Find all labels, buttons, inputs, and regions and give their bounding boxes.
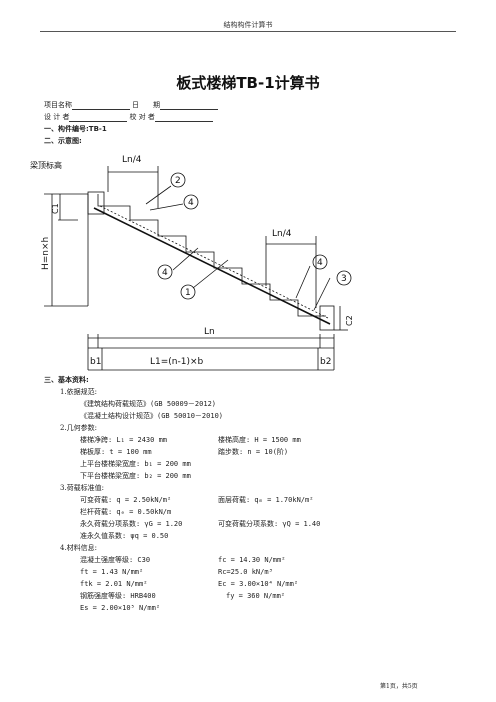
label-l1: L1=(n-1)×b (150, 357, 204, 367)
section-basic: 三、基本资料: (44, 376, 89, 384)
running-header: 结构构件计算书 (223, 21, 273, 29)
section-member-id: 一、构件编号:TB-1 (44, 125, 107, 133)
date-label: 日 期 (132, 101, 160, 109)
bottom-beam (319, 305, 335, 331)
label-n4b: 4 (162, 268, 168, 278)
label-ln4-right: Ln/4 (272, 229, 292, 239)
checker-field (154, 114, 213, 122)
spec-heading: 1.依据规范: (60, 388, 98, 396)
label-ln: Ln (204, 327, 215, 337)
page-footer: 第1页，共5页 (380, 683, 418, 690)
geo-heading: 2.几何参数: (60, 424, 98, 432)
stair-steps (97, 194, 326, 317)
stair-diagram: Ln/4 Ln/4 Ln L1=(n-1)×b b1 b2 2 4 4 1 4 … (30, 155, 354, 371)
page-title: 板式楼梯TB-1计算书 (176, 74, 320, 92)
project-name-label: 项目名称 (44, 101, 72, 109)
label-ln4-top: Ln/4 (122, 155, 142, 165)
load-gamma-g: 永久荷载分项系数: γG = 1.20 (80, 520, 183, 528)
label-n2: 2 (175, 176, 181, 186)
label-b2: b2 (320, 357, 331, 367)
label-n3: 3 (341, 274, 347, 284)
load-surface: 面层荷载: qₘ = 1.70kN/m² (218, 496, 314, 504)
material-fy: fy = 360 N/mm² (226, 592, 286, 600)
geo-steps: 踏步数: n = 10(阶) (218, 448, 289, 456)
material-es: Es = 2.00×10⁵ N/mm² (80, 604, 161, 612)
callout-4a (183, 194, 199, 210)
label-top-elevation: 梁顶标高 (30, 160, 62, 170)
label-n4c: 4 (317, 258, 323, 268)
material-fc: fc = 14.30 N/mm² (218, 556, 286, 564)
material-heading: 4.材料信息: (60, 544, 98, 552)
geo-b2: 下平台楼梯梁宽度: b₂ = 200 mm (80, 472, 191, 480)
geo-height: 楼梯高度: H = 1500 mm (218, 436, 301, 444)
geo-thickness: 梯板厚: t = 100 mm (80, 448, 152, 456)
spec-1: 《建筑结构荷载规范》(GB 50009－2012) (80, 400, 217, 408)
callout-4b (157, 264, 173, 280)
callout-2 (170, 172, 186, 188)
date-field (160, 102, 218, 110)
designer-label: 设 计 者 (44, 113, 70, 121)
material-ftk: ftk = 2.01 N/mm² (80, 580, 148, 588)
label-c2: C2 (345, 315, 354, 326)
label-h: H=n×h (41, 237, 51, 270)
project-name-row: 项目名称 日 期 (44, 101, 220, 110)
designer-field (69, 114, 128, 122)
slab-soffit (93, 207, 331, 325)
load-heading: 3.荷载标准值: (60, 484, 105, 492)
label-b1: b1 (90, 357, 101, 367)
material-rc: Rc=25.0 kN/m³ (218, 568, 273, 576)
checker-label: 校 对 者 (129, 113, 155, 121)
load-live: 可变荷载: q = 2.50kN/m² (80, 496, 172, 504)
load-psi: 准永久值系数: ψq = 0.50 (80, 532, 169, 540)
material-steel-grade: 钢筋强度等级: HRB400 (80, 592, 156, 600)
load-gamma-q: 可变荷载分项系数: γQ = 1.40 (218, 520, 321, 528)
section-diagram: 二、示意图: (44, 137, 82, 145)
designer-row: 设 计 者校 对 者 (44, 113, 215, 122)
callout-1 (180, 284, 196, 300)
label-n4a: 4 (188, 198, 194, 208)
top-beam (87, 191, 105, 215)
geo-b1: 上平台楼梯梁宽度: b₁ = 200 mm (80, 460, 191, 468)
material-ft: ft = 1.43 N/mm² (80, 568, 144, 576)
label-c1: C1 (51, 203, 60, 214)
project-name-field (72, 102, 130, 110)
callout-4c (312, 254, 328, 270)
label-n1: 1 (185, 288, 191, 298)
material-concrete-grade: 混凝土强度等级: C30 (80, 556, 151, 564)
header-divider (40, 31, 456, 32)
geo-span: 楼梯净跨: L₁ = 2430 mm (80, 436, 168, 444)
callout-3 (336, 270, 352, 286)
material-ec: Ec = 3.00×10⁴ N/mm² (218, 580, 299, 588)
load-railing: 栏杆荷载: qₑ = 0.50kN/m (80, 508, 172, 516)
spec-2: 《混凝土结构设计规范》(GB 50010－2010) (80, 412, 224, 420)
